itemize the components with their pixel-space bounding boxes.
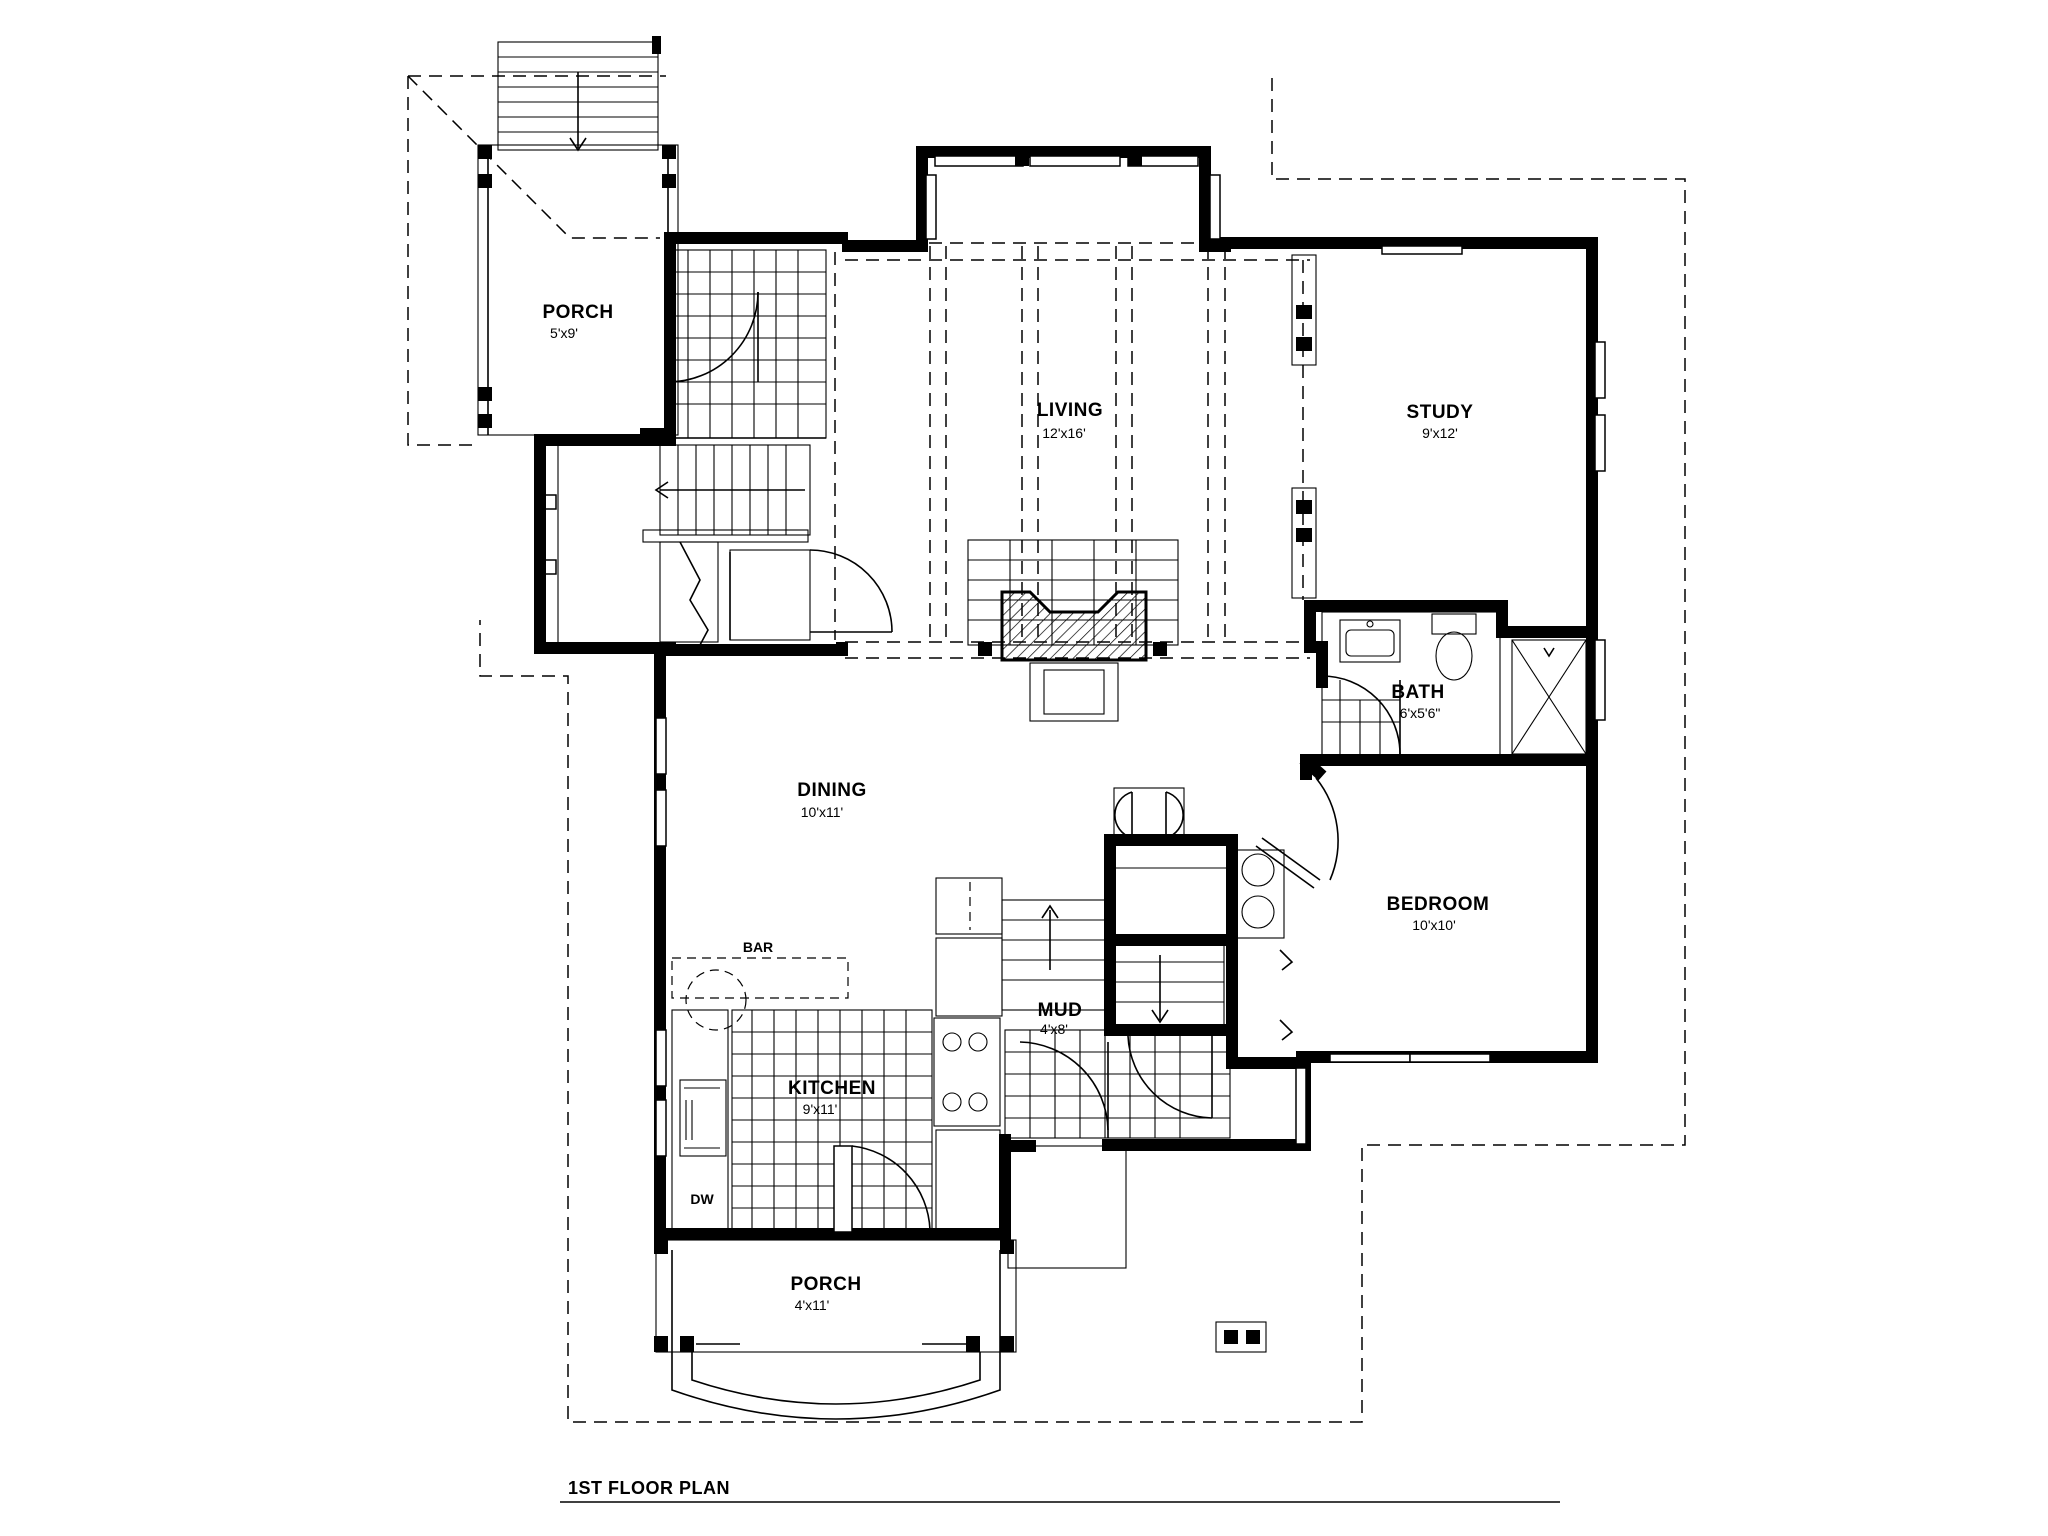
bath-fixtures <box>1321 611 1587 759</box>
roof-outline <box>407 75 1686 1423</box>
pantry <box>1113 787 1228 1027</box>
porch-bottom-structure <box>654 1239 1267 1420</box>
entry-stairs-top <box>497 36 661 152</box>
porch-top-structure <box>477 144 679 442</box>
kitchen-name: KITCHEN <box>788 1078 876 1099</box>
study-size: 9'x12' <box>1422 425 1458 441</box>
porch-top-name: PORCH <box>542 302 613 323</box>
study-columns <box>1291 254 1317 599</box>
porch-bottom-size: 4'x11' <box>795 1297 830 1313</box>
porch-top-size: 5'x9' <box>550 325 578 341</box>
porch-bottom-name: PORCH <box>790 1274 861 1295</box>
study-name: STUDY <box>1407 402 1474 423</box>
dining-name: DINING <box>797 780 867 801</box>
living-size: 12'x16' <box>1042 425 1086 441</box>
bedroom-name: BEDROOM <box>1387 894 1490 915</box>
mud-size: 4'x8' <box>1040 1021 1068 1037</box>
mud-room <box>1001 899 1307 1269</box>
living-beams <box>834 242 1310 659</box>
bedroom-door <box>1233 754 1339 1041</box>
living-name: LIVING <box>1037 400 1103 421</box>
fireplace <box>967 539 1179 722</box>
kitchen-fixtures <box>671 877 1003 1233</box>
kitchen-size: 9'x11' <box>803 1101 838 1117</box>
room-labels: PORCH 5'x9' LIVING 12'x16' STUDY 9'x12' … <box>542 302 1490 1498</box>
bar-label: BAR <box>743 939 773 955</box>
mud-name: MUD <box>1038 1000 1083 1021</box>
dishwasher-label: DW <box>690 1191 714 1207</box>
foyer-and-stairs <box>642 249 893 646</box>
bath-name: BATH <box>1391 682 1444 703</box>
bedroom-size: 10'x10' <box>1412 917 1456 933</box>
dining-size: 10'x11' <box>801 804 843 820</box>
windows <box>655 155 1606 1157</box>
floor-plan-title: 1ST FLOOR PLAN <box>568 1478 730 1498</box>
bath-size: 6'x5'6" <box>1400 705 1441 721</box>
